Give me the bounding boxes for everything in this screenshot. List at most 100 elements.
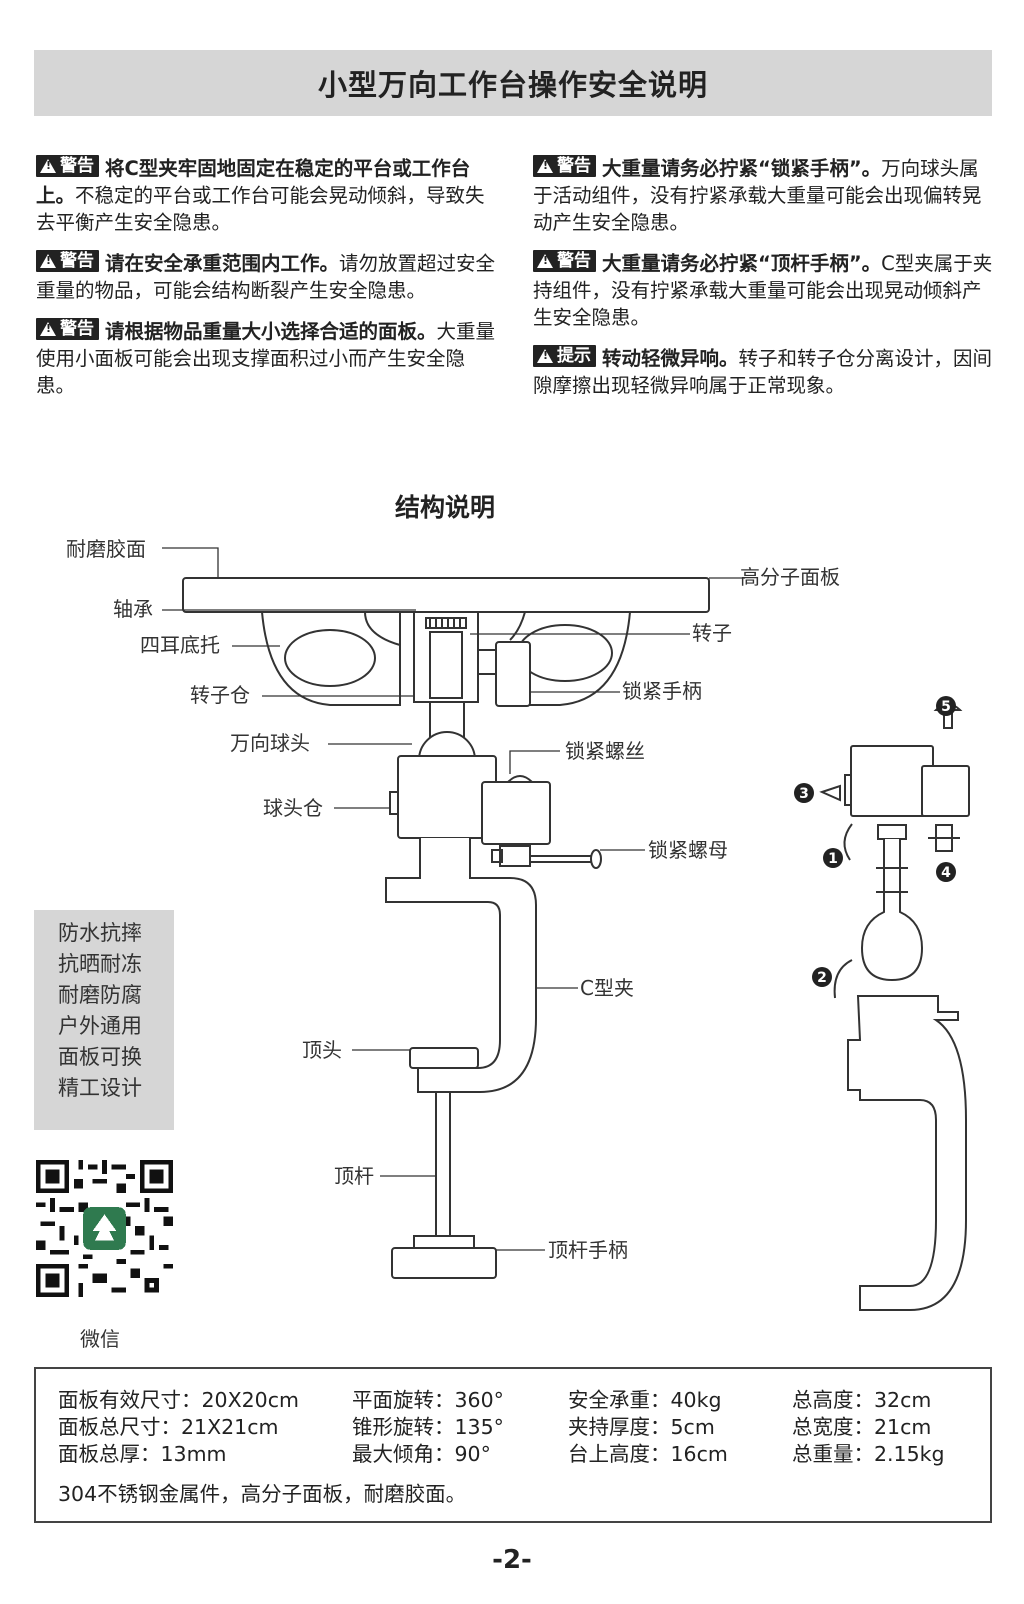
warning-badge: 警告 [36,250,99,272]
top-rod [435,1091,451,1237]
label-c-clamp: C型夹 [580,976,634,1000]
warning-item: 警告请在安全承重范围内工作。请勿放置超过安全重量的物品，可能会结构断裂产生安全隐… [36,250,498,304]
material-note: 304不锈钢金属件，高分子面板，耐磨胶面。 [58,1482,467,1506]
warning-body: 请勿放置超过安全重量的物品，可能会结构断裂产生安全隐患。 [36,252,496,302]
svg-text:4: 4 [941,865,951,881]
svg-text:5: 5 [941,699,951,715]
spec-item: 总重量：2.15kg [792,1442,945,1466]
step-4-badge [936,862,956,882]
feature-item: 防水抗摔 [58,921,142,945]
base-bracket-left [261,611,401,706]
specs-box: 面板有效尺寸：20X20cm 面板总尺寸：21X21cm 面板总厚：13mm 平… [34,1367,992,1523]
label-ball-housing: 球头仓 [263,796,323,820]
rotor [429,631,463,699]
page-number: -2- [492,1545,532,1575]
label-top-head: 顶头 [302,1038,342,1062]
label-lock-nut: 锁紧螺母 [648,838,728,862]
spec-item: 总宽度：21cm [792,1415,932,1439]
warning-triangle-icon [537,254,553,268]
rotate-arrow-1-icon [843,823,853,861]
spec-item: 安全承重：40kg [568,1388,722,1412]
warnings-right: 警告大重量请务必拧紧“锁紧手柄”。万向球头属于活动组件，没有拧紧承载大重量可能会… [533,155,995,413]
label-base-bracket: 四耳底托 [140,633,220,657]
structure-title: 结构说明 [395,493,496,522]
label-bearing: 轴承 [113,597,153,621]
warning-lead: 将C型夹牢固地固定在稳定的平台或工作台上。 [36,157,471,207]
warning-badge: 警告 [533,155,596,177]
title-bar: 小型万向工作台操作安全说明 [34,50,992,116]
warning-item: 警告大重量请务必拧紧“锁紧手柄”。万向球头属于活动组件，没有拧紧承载大重量可能会… [533,155,995,236]
warning-triangle-icon [537,159,553,173]
top-head [409,1047,479,1069]
feature-item: 耐磨防腐 [58,983,142,1007]
tip-badge: 提示 [533,345,596,367]
warning-badge: 警告 [533,250,596,272]
ball-head-part [860,839,924,982]
svg-text:1: 1 [828,851,838,867]
bracket-ear-left [284,629,376,687]
warning-body: 不稳定的平台或工作台可能会晃动倾斜，导致失去平衡产生安全隐患。 [36,184,485,234]
page-title: 小型万向工作台操作安全说明 [317,68,708,102]
svg-text:2: 2 [817,970,827,986]
warning-triangle-icon [40,254,56,268]
warning-body: C型夹属于夹持组件，没有拧紧承载大重量可能会出现晃动倾斜产生安全隐患。 [533,252,993,329]
lock-screw [507,775,533,783]
svg-text:3: 3 [799,786,809,802]
warning-body: 大重量使用小面板可能会出现支撑面积过小而产生安全隐患。 [36,320,496,397]
c-clamp-part [847,995,967,1311]
warning-body: 万向球头属于活动组件，没有拧紧承载大重量可能会出现偏转晃动产生安全隐患。 [533,157,982,234]
label-lock-screw: 锁紧螺丝 [565,739,645,763]
tip-body: 转子和转子仓分离设计，因间隙摩擦出现轻微异响属于正常现象。 [533,347,993,397]
exploded-view: 1 2 3 4 5 [794,696,970,1311]
spec-item: 面板总尺寸：21X21cm [58,1415,279,1439]
feature-item: 户外通用 [58,1014,142,1038]
label-ball-head: 万向球头 [230,731,310,755]
warning-lead: 大重量请务必拧紧“锁紧手柄”。 [602,157,882,180]
warning-lead: 大重量请务必拧紧“顶杆手柄”。 [602,252,882,275]
warning-item: 警告请根据物品重量大小选择合适的面板。大重量使用小面板可能会出现支撑面积过小而产… [36,318,498,399]
warning-triangle-icon [537,349,553,363]
spec-item: 夹持厚度：5cm [568,1415,715,1439]
tip-lead: 转动轻微异响。 [602,347,739,370]
spec-item: 台上高度：16cm [568,1442,728,1466]
wechat-qr-code[interactable] [36,1160,173,1297]
label-polymer-panel: 高分子面板 [740,565,840,589]
bearing [425,617,467,629]
spec-column-3: 安全承重：40kg 夹持厚度：5cm 台上高度：16cm [568,1387,728,1468]
label-rotor-housing: 转子仓 [190,683,250,707]
warning-item: 警告大重量请务必拧紧“顶杆手柄”。C型夹属于夹持组件，没有拧紧承载大重量可能会出… [533,250,995,331]
warning-badge: 警告 [36,155,99,177]
step-1-badge [823,848,843,868]
features-box: 防水抗摔 抗晒耐冻 耐磨防腐 户外通用 面板可换 精工设计 [34,910,174,1130]
warning-triangle-icon [40,322,56,336]
rotor-housing [413,611,479,703]
rotate-arrow-2-icon [833,959,853,999]
spec-column-2: 平面旋转：360° 锥形旋转：135° 最大倾角：90° [352,1387,504,1468]
c-clamp [385,838,537,1093]
polymer-panel [182,577,710,613]
warnings-left: 警告将C型夹牢固地固定在稳定的平台或工作台上。不稳定的平台或工作台可能会晃动倾斜… [36,155,498,413]
spec-column-4: 总高度：32cm 总宽度：21cm 总重量：2.15kg [792,1387,945,1468]
step-2-badge [812,967,832,987]
base-bracket-right [500,611,631,706]
warning-triangle-icon [40,159,56,173]
qr-caption: 微信 [80,1327,120,1351]
label-rotor: 转子 [692,621,732,645]
warning-item: 警告将C型夹牢固地固定在稳定的平台或工作台上。不稳定的平台或工作台可能会晃动倾斜… [36,155,498,236]
label-top-rod: 顶杆 [334,1164,374,1188]
rod-handle [391,1247,497,1279]
spec-item: 面板总厚：13mm [58,1442,227,1466]
feature-item: 面板可换 [58,1045,142,1069]
label-lock-handle: 锁紧手柄 [622,679,702,703]
feature-item: 抗晒耐冻 [58,952,142,976]
spec-item: 锥形旋转：135° [352,1415,504,1439]
label-wear-surface: 耐磨胶面 [66,537,146,561]
feature-item: 精工设计 [58,1076,142,1100]
step-3-badge [794,783,814,803]
spec-item: 最大倾角：90° [352,1442,491,1466]
lock-handle [495,641,531,707]
spec-item: 平面旋转：360° [352,1388,504,1412]
warning-badge: 警告 [36,318,99,340]
spec-item: 面板有效尺寸：20X20cm [58,1388,299,1412]
